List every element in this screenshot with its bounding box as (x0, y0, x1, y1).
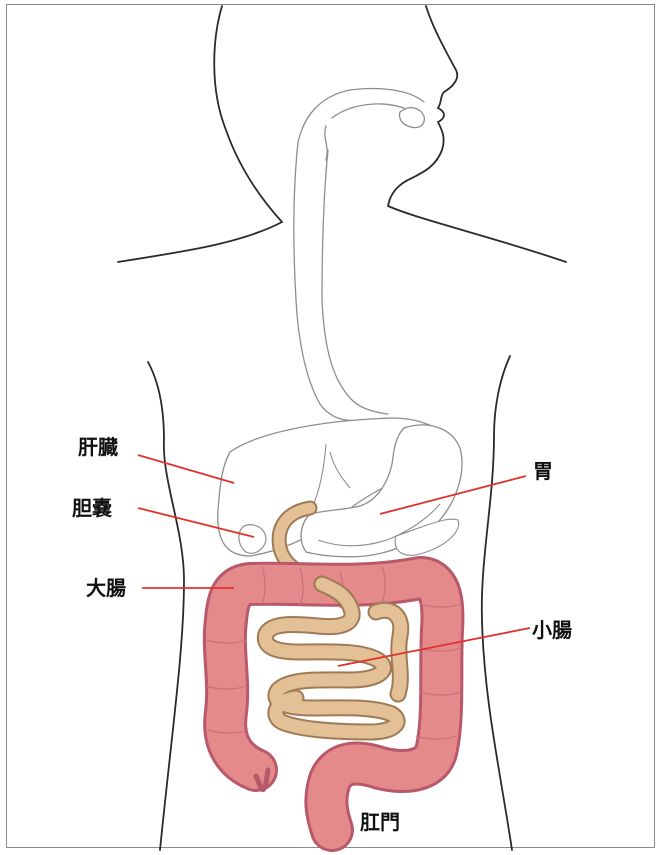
esophagus-left (296, 300, 360, 420)
esophagus-and-throat (294, 89, 424, 421)
esophagus-right (322, 150, 388, 414)
label-liver: 肝臓 (78, 437, 118, 457)
left-torso-outline (148, 362, 184, 850)
label-gallbladder: 胆嚢 (72, 498, 112, 518)
palate-outline (332, 104, 404, 118)
label-stomach: 胃 (533, 461, 553, 481)
head-back-outline (118, 6, 282, 262)
epiglottis-detail (325, 126, 327, 160)
tongue-outline (399, 108, 424, 128)
gallbladder-shape (239, 525, 266, 553)
label-large-intestine: 大腸 (86, 578, 126, 598)
label-anus: 肛門 (360, 812, 400, 832)
right-torso-outline (482, 356, 512, 850)
large-intestine (206, 566, 460, 830)
label-small-intestine: 小腸 (532, 620, 572, 640)
leader-line-liver (138, 455, 234, 483)
face-profile-outline (388, 6, 566, 262)
pharynx-outline (294, 89, 424, 301)
